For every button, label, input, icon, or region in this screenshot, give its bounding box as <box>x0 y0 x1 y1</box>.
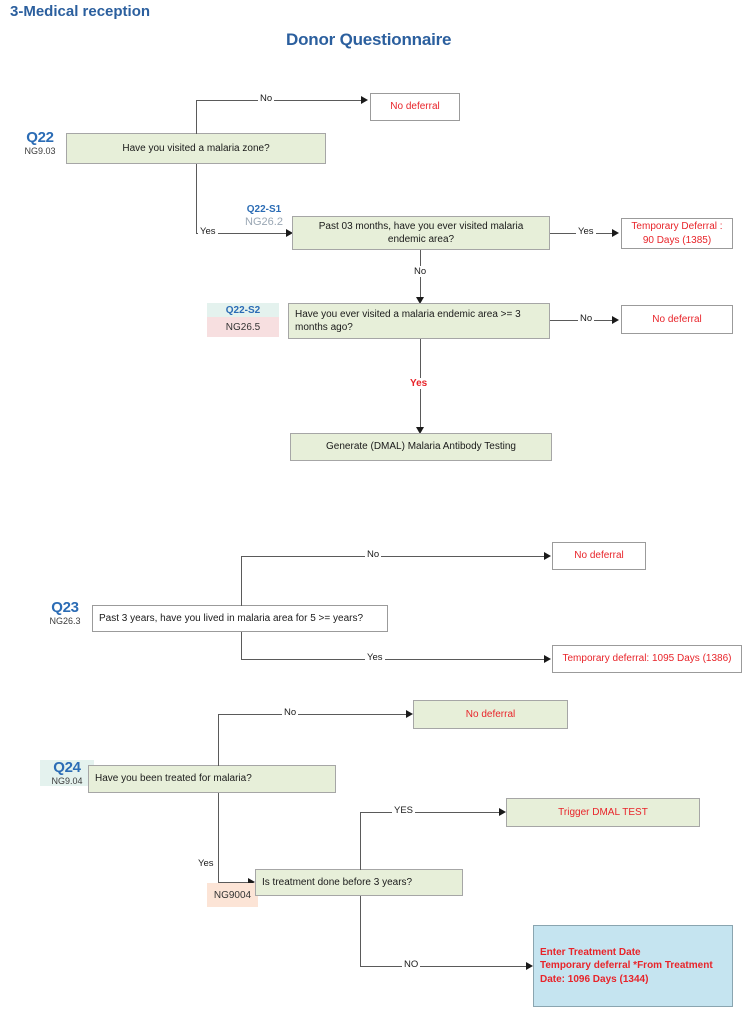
q24-sub-no-arrowhead <box>526 962 533 970</box>
q22-question-box[interactable]: Have you visited a malaria zone? <box>66 133 326 164</box>
q22-outcome-no-deferral-text: No deferral <box>390 101 440 113</box>
q24-sub-no-line <box>360 966 526 967</box>
q24-code: Q24 <box>53 759 81 776</box>
q23-no-arrowhead <box>544 552 551 560</box>
question-label-q22: Q22 NG9.03 <box>14 130 66 156</box>
q23-question-box[interactable]: Past 3 years, have you lived in malaria … <box>92 605 388 632</box>
q24-yes-arrowhead <box>248 878 255 886</box>
q23-code: Q23 <box>51 599 79 616</box>
treatment-date-line3: Date: 1096 Days (1344) <box>540 973 649 985</box>
q24-sub-question-box[interactable]: Is treatment done before 3 years? <box>255 869 463 896</box>
q23-yes-arrowhead <box>544 655 551 663</box>
q22-no-riser <box>196 100 197 134</box>
q22-s1-yes-arrowhead <box>612 229 619 237</box>
q22-s2-outcome-generate-dmal-text: Generate (DMAL) Malaria Antibody Testing <box>326 441 516 453</box>
q22-outcome-no-deferral-box[interactable]: No deferral <box>370 93 460 121</box>
q22-no-line <box>196 100 361 101</box>
q23-outcome-temp-deferral-text: Temporary deferral: 1095 Days (1386) <box>562 653 732 665</box>
q24-yes-line <box>218 882 248 883</box>
q24-sub-outcome-treatment-date-text: Enter Treatment Date Temporary deferral … <box>534 946 732 987</box>
q22-s2-outcome-no-deferral-box[interactable]: No deferral <box>621 305 733 334</box>
q24-sub-question-text: Is treatment done before 3 years? <box>262 876 413 888</box>
q24-outcome-no-deferral-text: No deferral <box>465 708 516 720</box>
q22-s1-outcome-temp-deferral-box[interactable]: Temporary Deferral : 90 Days (1385) <box>621 218 733 249</box>
q23-sub: NG26.3 <box>49 615 81 626</box>
q24-no-arrowhead <box>406 710 413 718</box>
q24-sub-no-dropline <box>360 896 361 966</box>
q24-sub-branch-no-label: NO <box>402 959 421 970</box>
q23-no-line <box>241 556 544 557</box>
q22-branch-yes-label: Yes <box>198 226 218 237</box>
q22-s2-branch-yes-label: Yes <box>408 378 430 389</box>
q22-yes-dropline <box>196 164 197 233</box>
q23-yes-dropline <box>241 632 242 659</box>
q22-s1-no-arrowhead <box>416 297 424 304</box>
q23-no-riser <box>241 556 242 606</box>
q22-s2-outcome-no-deferral-text: No deferral <box>652 313 702 325</box>
treatment-date-line2: Temporary deferral *From Treatment <box>540 960 713 972</box>
q23-outcome-temp-deferral-box[interactable]: Temporary deferral: 1095 Days (1386) <box>552 645 742 673</box>
q22-yes-arrowhead <box>286 229 293 237</box>
q23-yes-line <box>241 659 544 660</box>
q24-question-text: Have you been treated for malaria? <box>95 773 252 785</box>
q22-s2-outcome-generate-dmal-box[interactable]: Generate (DMAL) Malaria Antibody Testing <box>290 433 552 461</box>
q23-outcome-no-deferral-text: No deferral <box>574 550 624 562</box>
q23-branch-yes-label: Yes <box>365 652 385 663</box>
q22-s1-code-chip: Q22-S1 <box>246 203 282 215</box>
q24-sub-outcome-trigger-dmal-box[interactable]: Trigger DMAL TEST <box>506 798 700 827</box>
q24-yes-dropline <box>218 793 219 882</box>
treatment-date-line1: Enter Treatment Date <box>540 946 641 958</box>
q22-s1-question-box[interactable]: Past 03 months, have you ever visited ma… <box>292 216 550 250</box>
q22-s2-yes-arrowhead <box>416 427 424 434</box>
q23-question-text: Past 3 years, have you lived in malaria … <box>99 612 364 624</box>
q24-sub-outcome-trigger-dmal-text: Trigger DMAL TEST <box>558 806 648 818</box>
q24-sub-branch-yes-label: YES <box>392 805 416 816</box>
q23-outcome-no-deferral-box[interactable]: No deferral <box>552 542 646 570</box>
q22-s2-code-chip: Q22-S2 <box>207 303 279 317</box>
q22-question-text: Have you visited a malaria zone? <box>122 142 270 154</box>
q24-branch-yes-label: Yes <box>196 858 216 869</box>
q22-s1-sub-chip: NG26.2 <box>245 216 283 228</box>
q22-s2-branch-no-label: No <box>578 313 595 324</box>
q24-sub-yes-line <box>360 812 499 813</box>
q24-no-riser <box>218 714 219 766</box>
q24-sub-yes-riser <box>360 812 361 870</box>
q22-s1-outcome-temp-deferral-text: Temporary Deferral : 90 Days (1385) <box>631 221 723 246</box>
q22-s2-question-text: Have you ever visited a malaria endemic … <box>295 308 521 334</box>
q22-s1-branch-yes-label: Yes <box>576 226 596 237</box>
q22-no-arrowhead <box>361 96 368 104</box>
q22-s1-branch-no-label: No <box>412 266 429 277</box>
page-title: Donor Questionnaire <box>286 30 452 49</box>
q22-branch-no-label: No <box>258 93 275 104</box>
q22-yes-line <box>196 233 286 234</box>
q24-sub: NG9.04 <box>51 775 83 786</box>
q24-sub-outcome-treatment-date-box[interactable]: Enter Treatment Date Temporary deferral … <box>533 925 733 1007</box>
q22-s2-no-arrowhead <box>612 316 619 324</box>
section-title: 3-Medical reception <box>10 3 151 20</box>
q24-sub-code-chip: NG9004 <box>207 883 258 907</box>
q22-s2-sub-chip: NG26.5 <box>207 317 279 337</box>
q22-sub: NG9.03 <box>24 145 56 156</box>
q22-code: Q22 <box>26 129 54 146</box>
q24-sub-yes-arrowhead <box>499 808 506 816</box>
question-label-q23: Q23 NG26.3 <box>38 600 92 626</box>
q23-branch-no-label: No <box>365 549 382 560</box>
q22-s1-question-text: Past 03 months, have you ever visited ma… <box>318 220 524 246</box>
q24-no-line <box>218 714 406 715</box>
q24-branch-no-label: No <box>282 707 299 718</box>
question-label-q24: Q24 NG9.04 <box>40 759 94 787</box>
q24-outcome-no-deferral-box[interactable]: No deferral <box>413 700 568 729</box>
q22-s2-question-box[interactable]: Have you ever visited a malaria endemic … <box>288 303 550 339</box>
q24-question-box[interactable]: Have you been treated for malaria? <box>88 765 336 793</box>
